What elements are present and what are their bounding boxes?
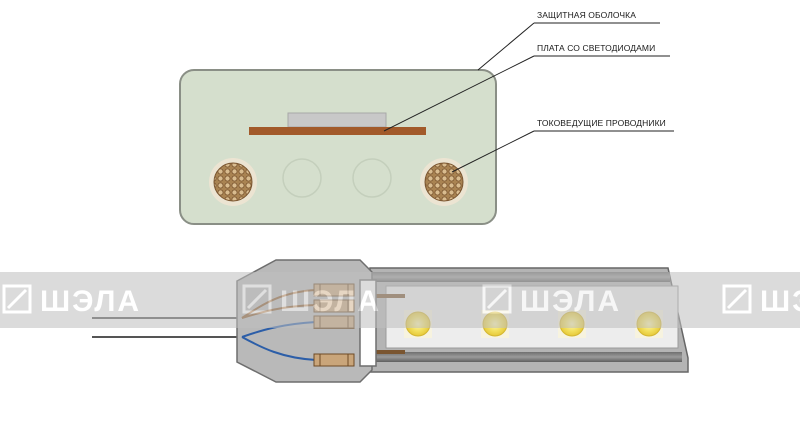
watermark-logo-icon bbox=[2, 284, 32, 314]
watermark-tile: ШЭЛА bbox=[722, 284, 800, 318]
label-led-board: ПЛАТА СО СВЕТОДИОДАМИ bbox=[537, 43, 656, 53]
watermark-tile: ШЭЛА bbox=[242, 284, 381, 318]
watermark-logo-mark bbox=[726, 288, 748, 310]
watermark-text: ШЭЛА bbox=[520, 285, 621, 318]
watermark-tiles: ШЭЛА ШЭЛА ШЭЛА ШЭЛА bbox=[2, 284, 800, 318]
led-board bbox=[249, 127, 426, 135]
watermark-logo-icon bbox=[242, 284, 272, 314]
watermark-tile: ШЭЛА bbox=[482, 284, 621, 318]
leader-line-conductors bbox=[451, 130, 535, 173]
watermark-band-bg bbox=[0, 272, 800, 328]
ghost-circle bbox=[352, 158, 392, 198]
watermark-logo-icon bbox=[482, 284, 512, 314]
watermark-text: ШЭЛА bbox=[760, 285, 800, 318]
cross-section bbox=[179, 22, 674, 225]
watermark-text: ШЭЛА bbox=[40, 285, 141, 318]
strip-channel-bottom-rail bbox=[370, 352, 682, 362]
watermark-tile: ШЭЛА bbox=[2, 284, 141, 318]
contact-sleeve bbox=[313, 353, 355, 367]
protective-sheath-housing bbox=[179, 69, 497, 225]
watermark-logo-mark bbox=[246, 288, 268, 310]
label-current-conductors: ТОКОВЕДУЩИЕ ПРОВОДНИКИ bbox=[537, 118, 666, 128]
leader-line-board bbox=[383, 55, 535, 132]
watermark-logo-icon bbox=[722, 284, 752, 314]
ghost-circle bbox=[282, 158, 322, 198]
led-chip bbox=[287, 112, 387, 128]
leader-line-sheath bbox=[477, 22, 535, 71]
watermark-text: ШЭЛА bbox=[280, 285, 381, 318]
watermark-logo-mark bbox=[6, 288, 28, 310]
watermark-logo-mark bbox=[486, 288, 508, 310]
watermark-band: ШЭЛА ШЭЛА ШЭЛА ШЭЛА bbox=[0, 272, 800, 328]
wire-blue-lower bbox=[241, 336, 317, 361]
conductor-left bbox=[213, 162, 253, 202]
conductor-right bbox=[424, 162, 464, 202]
label-protective-sheath: ЗАЩИТНАЯ ОБОЛОЧКА bbox=[537, 10, 636, 20]
